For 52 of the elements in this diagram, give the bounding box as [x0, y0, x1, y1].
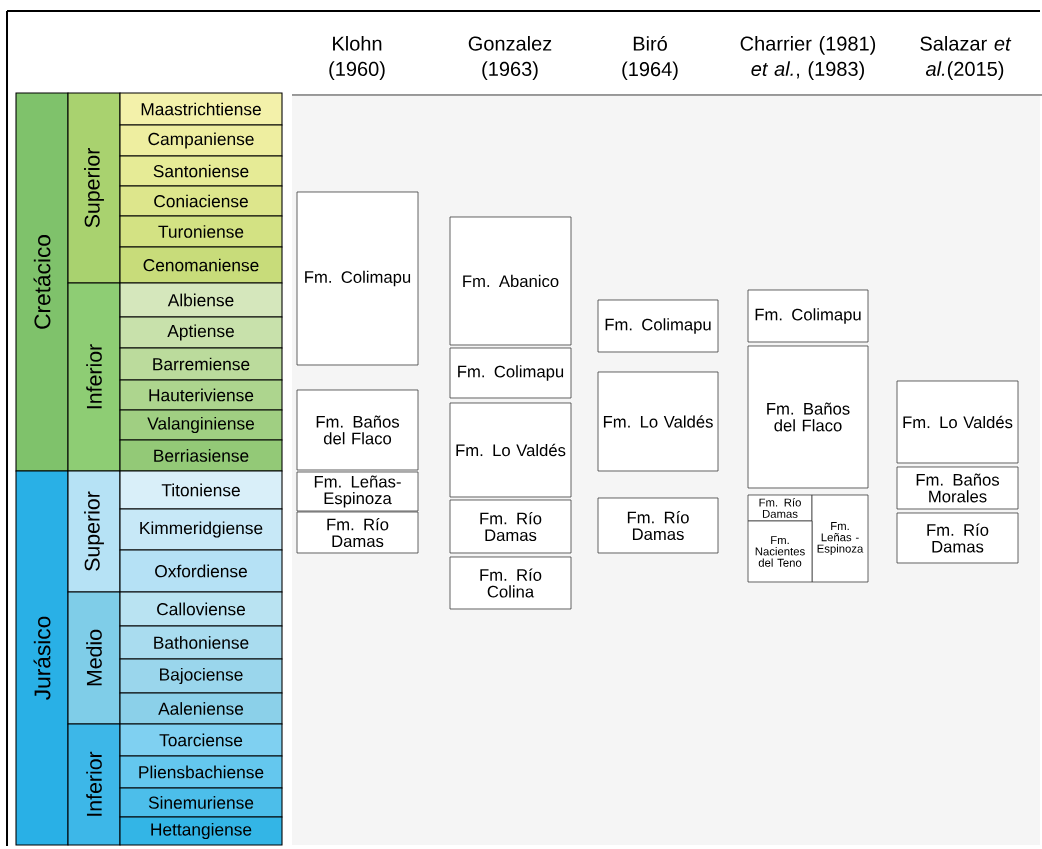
formation-box: Fm. Río Damas: [597, 497, 719, 554]
epoch-cell: Superior: [67, 470, 121, 593]
column-heading: Gonzalez (1963): [468, 36, 552, 80]
formation-box: Fm. Baños del Flaco: [747, 345, 869, 489]
formation-box: Fm. Colimapu: [449, 347, 572, 399]
formation-box: Fm. Río Damas: [296, 511, 419, 554]
epoch-cell: Inferior: [67, 723, 121, 846]
formation-box: Fm. Leñas-Espinoza: [296, 471, 419, 512]
stage-cell: Coniaciense: [119, 185, 283, 217]
stage-cell: Valanginiense: [119, 409, 283, 441]
stage-cell: Titoniense: [119, 470, 283, 510]
era-cell: Jurásico: [15, 470, 69, 846]
formation-box: Fm. Colimapu: [296, 191, 419, 366]
epoch-cell: Medio: [67, 591, 121, 725]
stage-cell: Santoniense: [119, 155, 283, 187]
epoch-cell: Superior: [67, 92, 121, 284]
formation-box: Fm. Baños Morales: [896, 466, 1019, 510]
stage-cell: Barremiense: [119, 347, 283, 381]
stage-cell: Kimmeridgiense: [119, 508, 283, 551]
stage-cell: Aptiense: [119, 316, 283, 349]
stage-cell: Berriasiense: [119, 439, 283, 472]
stage-cell: Campaniense: [119, 124, 283, 157]
epoch-cell: Inferior: [67, 282, 121, 472]
stage-cell: Cenomaniense: [119, 246, 283, 284]
stage-cell: Sinemuriense: [119, 787, 283, 818]
stage-cell: Maastrichtiense: [119, 92, 283, 126]
column-heading: Charrier (1981) et al., (1983): [740, 36, 876, 80]
formation-box: Fm. Colimapu: [747, 289, 869, 343]
stage-cell: Oxfordiense: [119, 549, 283, 593]
formation-box: Fm. Río Colina: [449, 556, 572, 610]
column-heading: Klohn (1960): [329, 36, 385, 80]
formation-box: Fm. Lo Valdés: [896, 380, 1019, 464]
formation-box: Fm. Colimapu: [597, 299, 719, 353]
stage-cell: Toarciense: [119, 723, 283, 757]
stage-cell: Hettangiense: [119, 816, 283, 846]
stage-cell: Albiense: [119, 282, 283, 318]
column-heading: Biró (1964): [622, 35, 678, 81]
stage-cell: Calloviense: [119, 591, 283, 627]
stage-cell: Turoniense: [119, 215, 283, 248]
stage-cell: Bathoniense: [119, 625, 283, 660]
stage-cell: Bajociense: [119, 658, 283, 694]
column-heading: Salazar et al.(2015): [920, 36, 1012, 80]
stage-cell: Hauteriviense: [119, 379, 283, 411]
formation-box: Fm. Río Damas: [747, 494, 813, 522]
era-cell: Cretácico: [15, 92, 69, 472]
formation-box: Fm. Río Damas: [896, 512, 1019, 564]
formation-box: Fm. Lo Valdés: [449, 402, 572, 498]
stage-cell: Pliensbachiense: [119, 755, 283, 789]
formation-box: Fm. Lo Valdés: [597, 371, 719, 472]
formation-box: Fm. Río Damas: [449, 499, 572, 554]
stage-cell: Aaleniense: [119, 692, 283, 725]
formation-box: Fm. Leñas - Espinoza: [811, 494, 869, 583]
